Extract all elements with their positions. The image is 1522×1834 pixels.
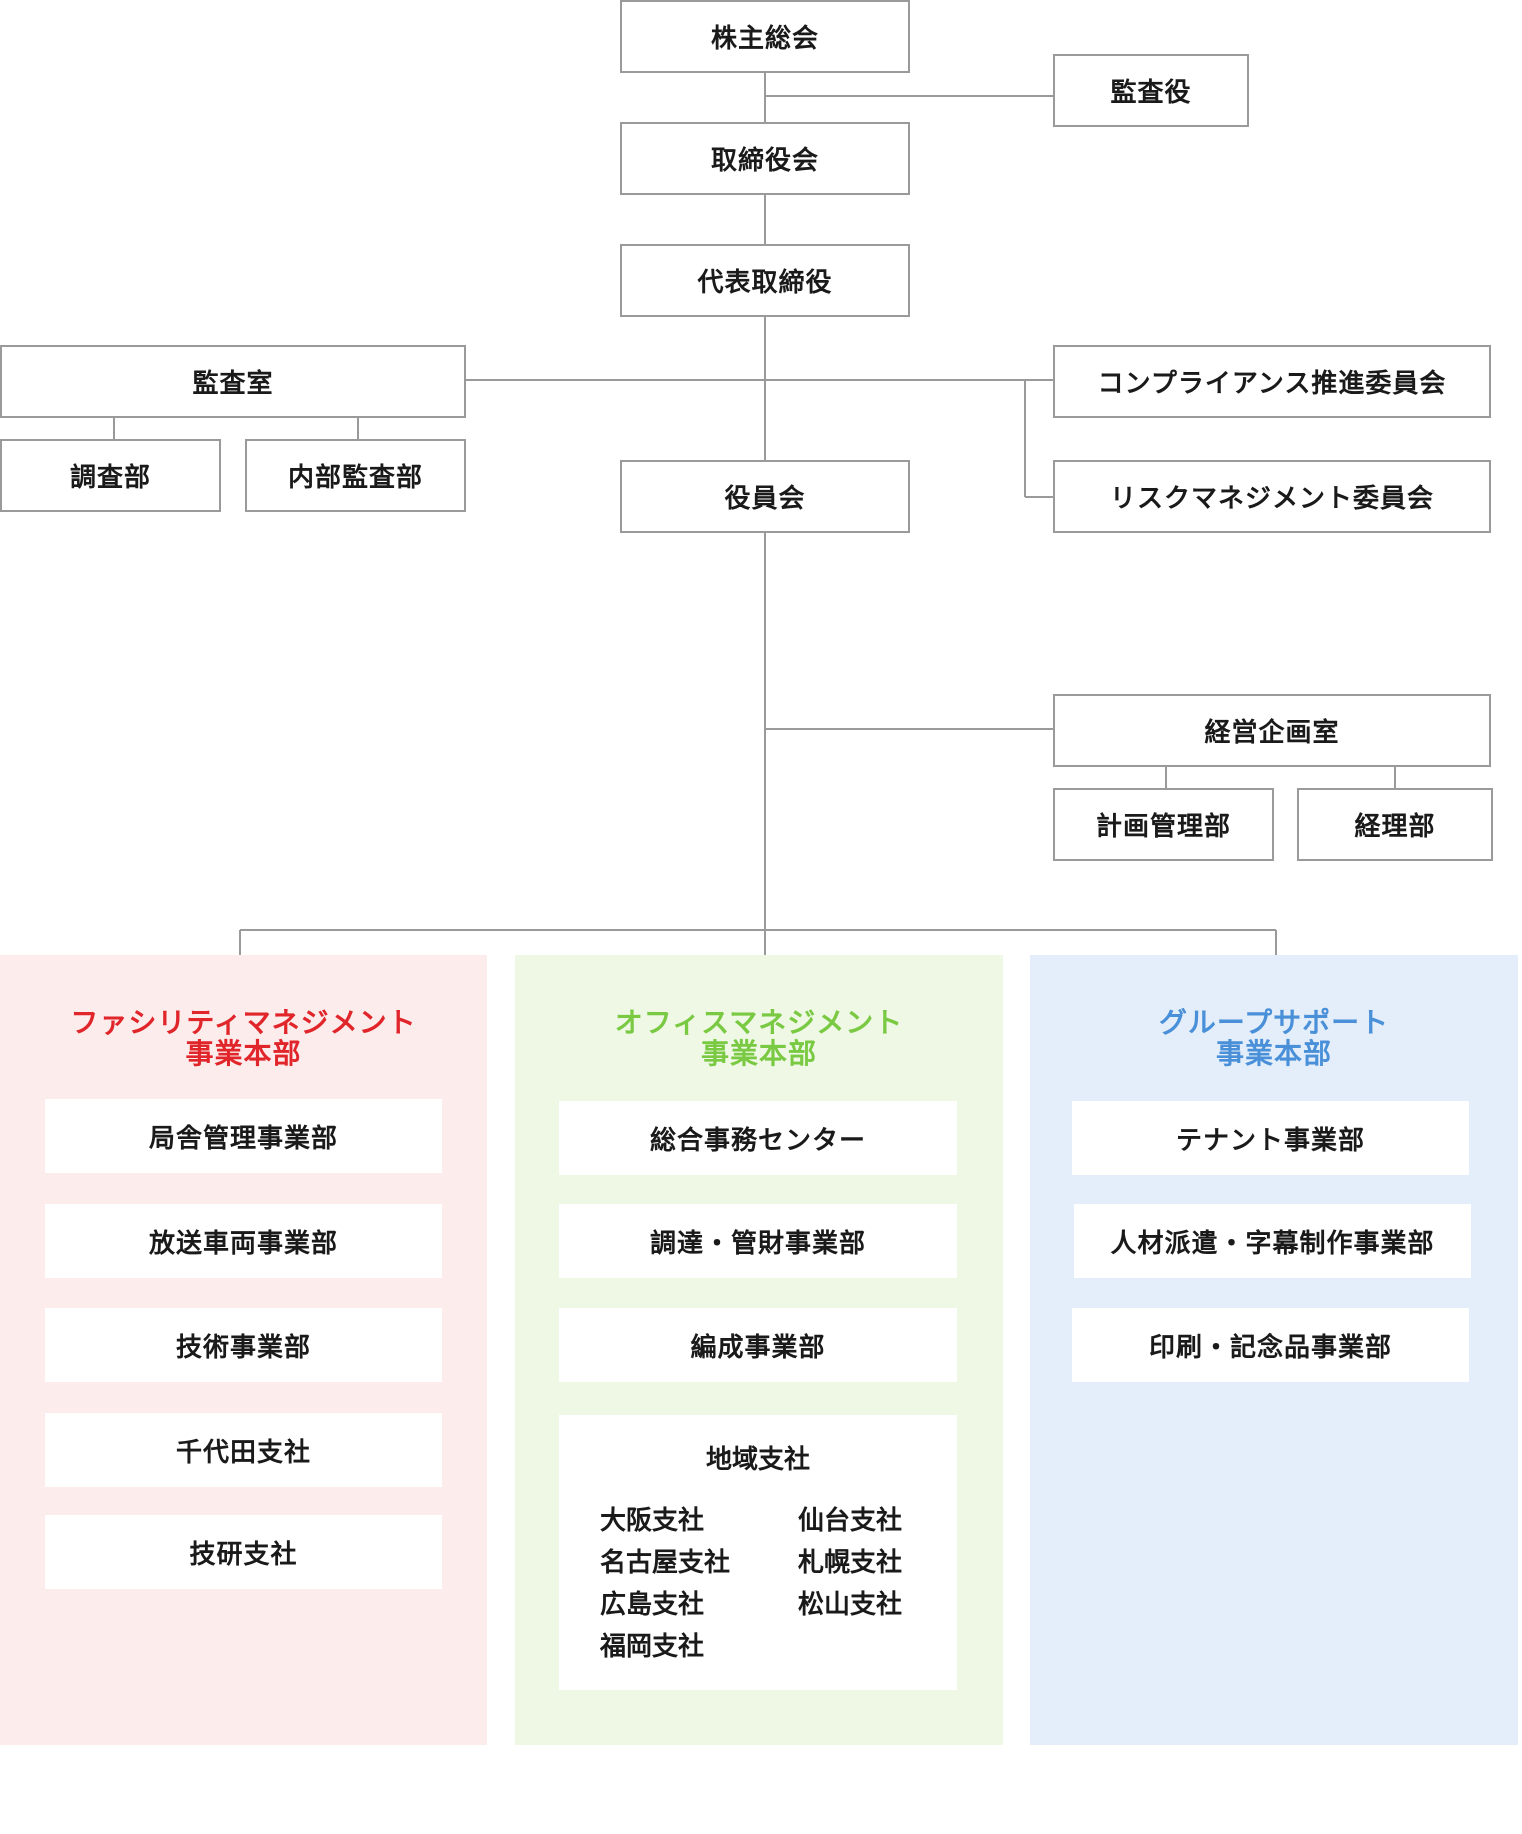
office-division-title: オフィスマネジメント 事業本部 [515,1007,1003,1069]
facility-unit-2: 放送車両事業部 [45,1204,442,1278]
planning-office-box: 経営企画室 [1053,694,1491,767]
office-unit-2: 調達・管財事業部 [559,1204,957,1278]
facility-division-panel: ファシリティマネジメント 事業本部 局舎管理事業部 放送車両事業部 技術事業部 … [0,955,487,1745]
board-box: 取締役会 [620,122,910,195]
risk-committee-box: リスクマネジメント委員会 [1053,460,1491,533]
compliance-committee-box: コンプライアンス推進委員会 [1053,345,1491,418]
auditor-box: 監査役 [1053,54,1249,127]
group-division-title: グループサポート 事業本部 [1030,1007,1518,1069]
office-title-line2: 事業本部 [700,1037,817,1070]
facility-unit-5: 技研支社 [45,1515,442,1589]
office-unit-3: 編成事業部 [559,1308,957,1382]
office-unit-1: 総合事務センター [559,1101,957,1175]
planning-mgmt-dept-box: 計画管理部 [1053,788,1274,861]
branch-hiroshima: 広島支社 [600,1590,705,1620]
facility-unit-4: 千代田支社 [45,1413,442,1487]
branch-sendai: 仙台支社 [798,1506,903,1536]
group-title-line2: 事業本部 [1215,1037,1332,1070]
audit-office-box: 監査室 [0,345,466,418]
shareholders-box: 株主総会 [620,0,910,73]
group-division-panel: グループサポート 事業本部 テナント事業部 人材派遣・字幕制作事業部 印刷・記念… [1030,955,1518,1745]
group-title-line1: グループサポート [1158,1006,1390,1039]
branch-fukuoka: 福岡支社 [600,1632,705,1662]
representative-box: 代表取締役 [620,244,910,317]
research-dept-box: 調査部 [0,439,221,512]
facility-unit-1: 局舎管理事業部 [45,1099,442,1173]
facility-title-line2: 事業本部 [185,1037,302,1070]
regional-branches-box: 地域支社 大阪支社 仙台支社 名古屋支社 札幌支社 広島支社 松山支社 福岡支社 [559,1415,957,1690]
office-division-panel: オフィスマネジメント 事業本部 総合事務センター 調達・管財事業部 編成事業部 … [515,955,1003,1745]
facility-division-title: ファシリティマネジメント 事業本部 [0,1007,487,1069]
branch-nagoya: 名古屋支社 [600,1548,731,1578]
group-unit-3: 印刷・記念品事業部 [1072,1308,1469,1382]
facility-title-line1: ファシリティマネジメント [70,1006,417,1039]
facility-unit-3: 技術事業部 [45,1308,442,1382]
internal-audit-dept-box: 内部監査部 [245,439,466,512]
group-unit-2: 人材派遣・字幕制作事業部 [1074,1204,1471,1278]
regional-branches-title: 地域支社 [705,1445,810,1475]
accounting-dept-box: 経理部 [1297,788,1493,861]
branch-osaka: 大阪支社 [600,1506,705,1536]
officers-meeting-box: 役員会 [620,460,910,533]
office-title-line1: オフィスマネジメント [614,1006,904,1039]
branch-sapporo: 札幌支社 [798,1548,903,1578]
group-unit-1: テナント事業部 [1072,1101,1469,1175]
branch-matsuyama: 松山支社 [798,1590,903,1620]
